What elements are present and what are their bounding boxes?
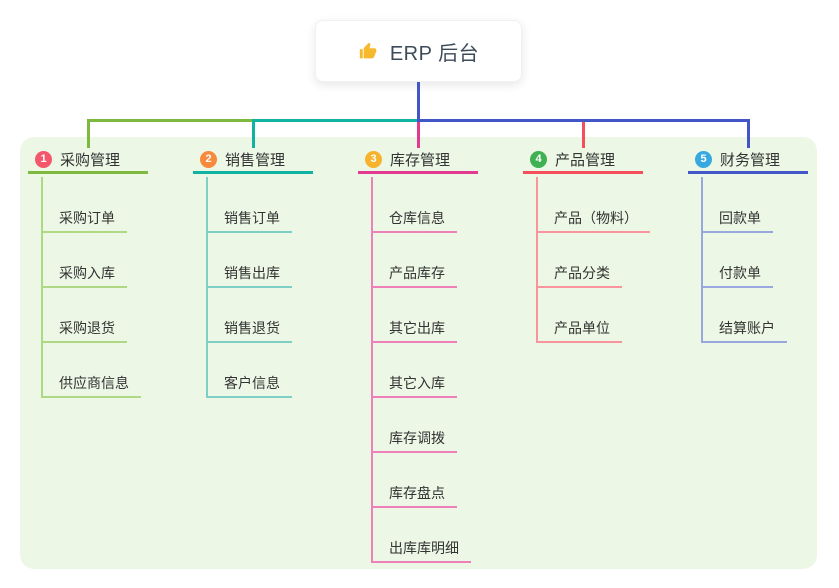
branch-header-product[interactable]: 4 产品管理 — [523, 148, 643, 174]
branch-label: 采购管理 — [60, 152, 121, 169]
child-node-product-category[interactable]: 产品分类 — [536, 260, 622, 288]
thumbs-up-icon — [358, 40, 380, 62]
child-node-sales-order[interactable]: 销售订单 — [206, 205, 292, 233]
bus-line-teal — [252, 119, 420, 122]
child-node-product-material[interactable]: 产品（物料） — [536, 205, 650, 233]
branch-number-badge: 4 — [530, 151, 547, 168]
branch-number-badge: 3 — [365, 151, 382, 168]
branches-panel — [20, 137, 817, 569]
branch-drop-product — [582, 122, 585, 148]
branch-children-connector — [536, 177, 538, 343]
branch-header-inventory[interactable]: 3 库存管理 — [358, 148, 478, 174]
branch-children-connector — [701, 177, 703, 343]
branch-label: 产品管理 — [555, 152, 616, 169]
child-node-stock-transfer[interactable]: 库存调拨 — [371, 425, 457, 453]
branch-header-finance[interactable]: 5 财务管理 — [688, 148, 808, 174]
branch-number-badge: 2 — [200, 151, 217, 168]
bus-line-blue — [417, 119, 750, 122]
child-node-customer-info[interactable]: 客户信息 — [206, 370, 292, 398]
child-node-product-stock[interactable]: 产品库存 — [371, 260, 457, 288]
root-label: ERP 后台 — [389, 42, 480, 65]
branch-drop-sales — [252, 119, 255, 148]
child-node-purchase-inbound[interactable]: 采购入库 — [41, 260, 127, 288]
child-node-supplier-info[interactable]: 供应商信息 — [41, 370, 141, 398]
root-connector-line — [417, 82, 420, 122]
child-node-purchase-order[interactable]: 采购订单 — [41, 205, 127, 233]
branch-number-badge: 5 — [695, 151, 712, 168]
branch-drop-inventory — [417, 122, 420, 148]
bus-line-green — [87, 119, 252, 122]
branch-label: 销售管理 — [225, 152, 286, 169]
child-node-other-inbound[interactable]: 其它入库 — [371, 370, 457, 398]
child-node-sales-return[interactable]: 销售退货 — [206, 315, 292, 343]
child-node-inout-detail[interactable]: 出库库明细 — [371, 535, 471, 563]
child-node-payment-bill[interactable]: 付款单 — [701, 260, 773, 288]
branch-number-badge: 1 — [35, 151, 52, 168]
branch-drop-finance — [747, 119, 750, 148]
child-node-product-unit[interactable]: 产品单位 — [536, 315, 622, 343]
child-node-stock-taking[interactable]: 库存盘点 — [371, 480, 457, 508]
branch-label: 库存管理 — [390, 152, 451, 169]
child-node-receipt-bill[interactable]: 回款单 — [701, 205, 773, 233]
child-node-settlement-account[interactable]: 结算账户 — [701, 315, 787, 343]
child-node-warehouse-info[interactable]: 仓库信息 — [371, 205, 457, 233]
branch-drop-purchase — [87, 119, 90, 148]
child-node-purchase-return[interactable]: 采购退货 — [41, 315, 127, 343]
branch-label: 财务管理 — [720, 152, 781, 169]
branch-children-connector — [371, 177, 373, 563]
root-node[interactable]: ERP 后台 — [315, 20, 522, 82]
child-node-sales-outbound[interactable]: 销售出库 — [206, 260, 292, 288]
child-node-other-outbound[interactable]: 其它出库 — [371, 315, 457, 343]
branch-header-purchase[interactable]: 1 采购管理 — [28, 148, 148, 174]
branch-header-sales[interactable]: 2 销售管理 — [193, 148, 313, 174]
